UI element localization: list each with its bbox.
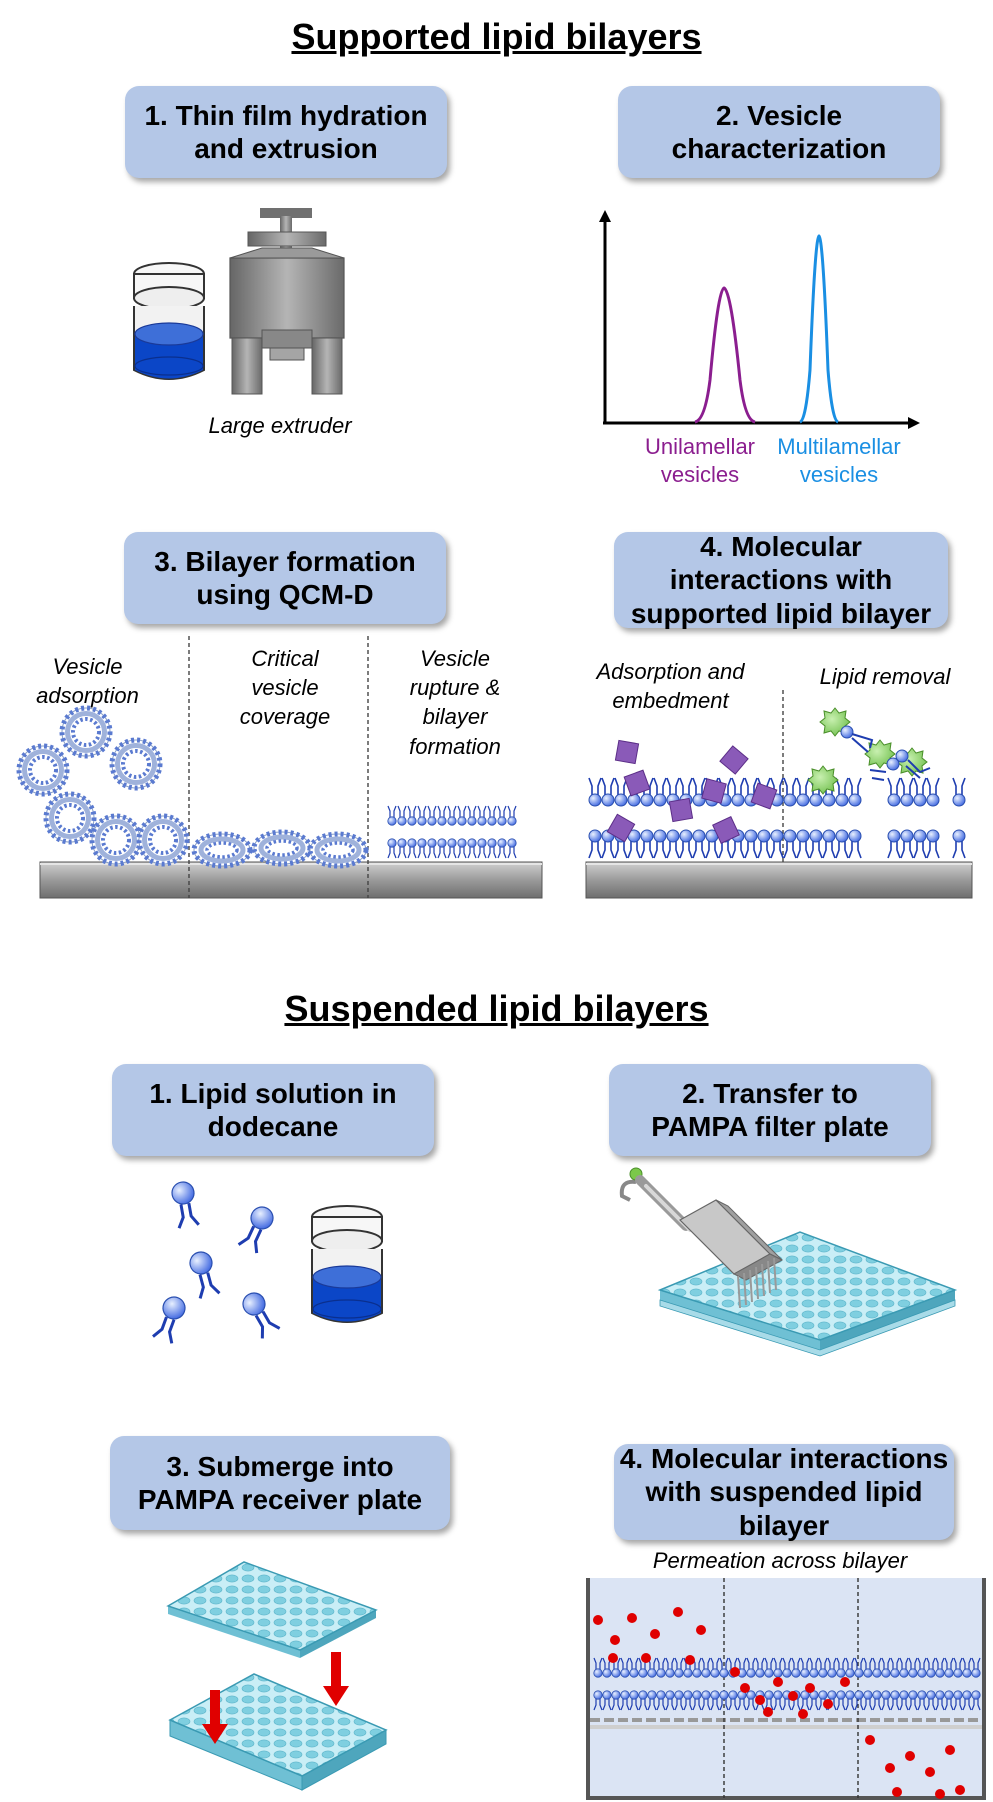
suspended-step-1-box: 1. Lipid solution in dodecane [112, 1064, 434, 1156]
bilayer-qcm [387, 805, 517, 859]
permeant-molecules [593, 1607, 965, 1799]
stage-rupture-l2: rupture & [409, 675, 501, 700]
free-lipids [150, 1178, 283, 1346]
multilamellar-peak [799, 234, 839, 424]
unilamellar-peak [694, 286, 756, 424]
stage-rupture-l3: bilayer [422, 704, 488, 729]
multilamellar-label-1: Multilamellar [777, 434, 901, 459]
peptides [606, 739, 778, 844]
interaction-removal-label: Lipid removal [819, 664, 951, 689]
chart-x-arrow [908, 417, 920, 429]
stage-coverage-l2: vesicle [251, 675, 319, 700]
stage-adsorption-l1: Vesicle [52, 654, 123, 679]
vesicles-adsorption [19, 708, 187, 864]
stage-coverage-l1: Critical [251, 646, 319, 671]
suspended-title: Suspended lipid bilayers [284, 988, 709, 1029]
vesicles-coverage [194, 832, 366, 866]
stage-rupture-l1: Vesicle [419, 646, 491, 671]
supported-step-3-box: 3. Bilayer formation using QCM-D [124, 532, 446, 624]
extruder-label: Large extruder [208, 413, 352, 438]
vial-graphic-1 [133, 262, 205, 380]
supported-step-2-box: 2. Vesicle characterization [618, 86, 940, 178]
interaction-adsorption-l2: embedment [612, 688, 729, 713]
suspended-step-2-box: 2. Transfer to PAMPA filter plate [609, 1064, 931, 1156]
lipid-removal-complexes [807, 707, 931, 795]
qcm-substrate [39, 861, 543, 899]
unilamellar-label-1: Unilamellar [644, 434, 756, 459]
stage-rupture-l4: formation [409, 734, 501, 759]
interaction-adsorption-l1: Adsorption and [596, 659, 745, 684]
suspended-step-3-box: 3. Submerge into PAMPA receiver plate [110, 1436, 450, 1530]
supported-title: Supported lipid bilayers [291, 16, 702, 57]
size-distribution-chart [599, 210, 920, 429]
stage-adsorption-l2: adsorption [36, 683, 139, 708]
vial-graphic-2 [311, 1205, 383, 1323]
multichannel-pipette [619, 1167, 784, 1309]
interaction-substrate [585, 861, 973, 899]
suspended-step-4-box: 4. Molecular interactions with suspended… [614, 1443, 954, 1541]
supported-step-1-box: 1. Thin film hydration and extrusion [125, 86, 447, 178]
stage-coverage-l3: coverage [239, 704, 331, 729]
pampa-filter-plate [657, 1231, 958, 1357]
multilamellar-label-2: vesicles [799, 462, 879, 487]
chart-y-arrow [599, 210, 611, 222]
extruder-graphic [229, 208, 345, 395]
permeation-label: Permeation across bilayer [652, 1548, 908, 1573]
supported-step-4-box: 4. Molecular interactions with supported… [614, 531, 948, 629]
pampa-plates-stack [166, 1561, 388, 1791]
unilamellar-label-2: vesicles [660, 462, 740, 487]
permeation-well [586, 1578, 986, 1800]
